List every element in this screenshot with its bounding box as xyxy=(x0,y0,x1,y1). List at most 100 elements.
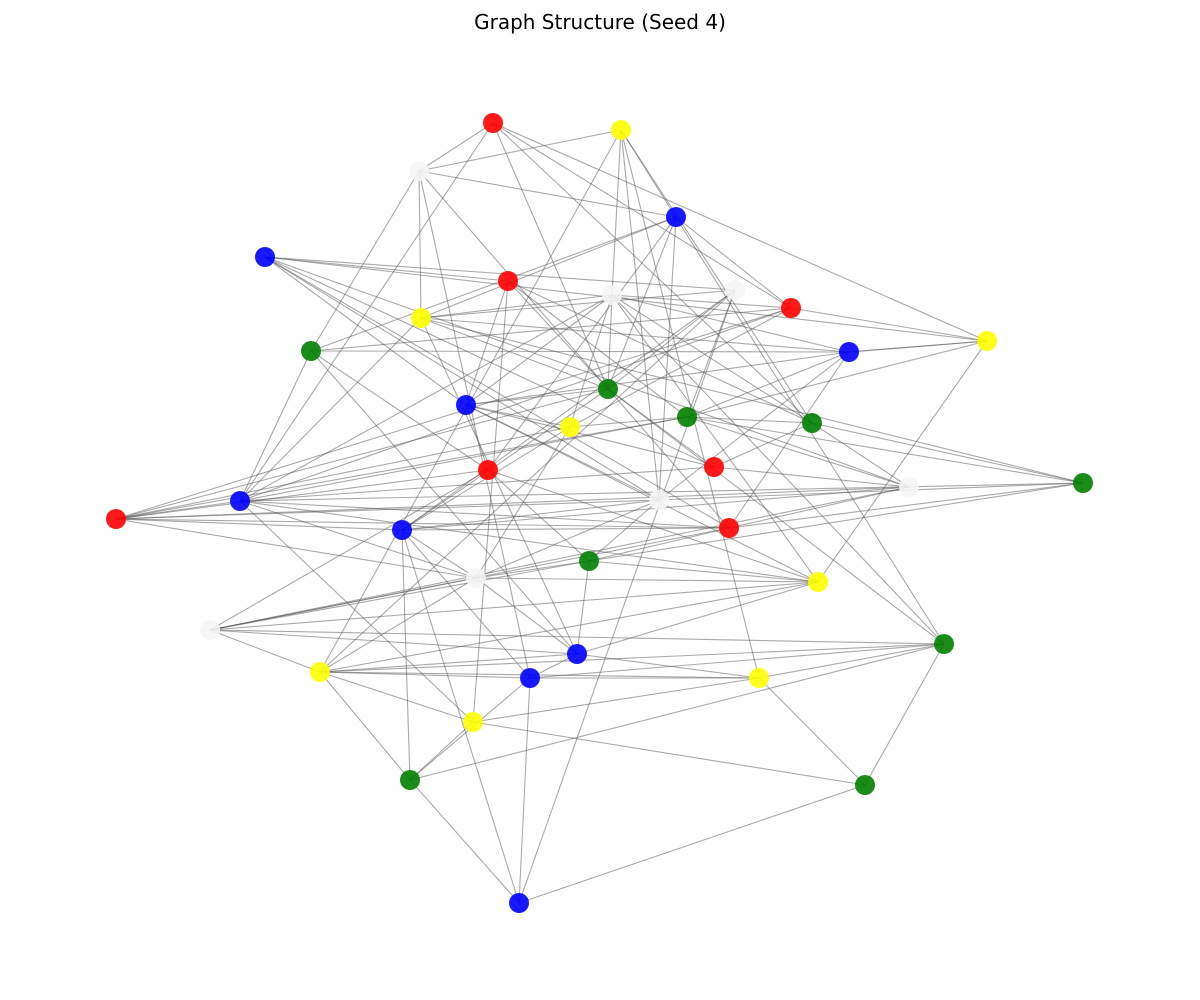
graph-edge xyxy=(264,256,730,529)
graph-edge xyxy=(620,129,813,424)
graph-edge xyxy=(576,653,760,679)
graph-edge xyxy=(492,122,813,424)
graph-edge xyxy=(264,256,715,468)
graph-node-red xyxy=(106,509,126,529)
graph-node-green xyxy=(934,634,954,654)
graph-edge xyxy=(319,643,945,673)
graph-edge xyxy=(239,500,730,529)
graph-edge xyxy=(611,294,792,309)
graph-edge xyxy=(409,643,945,781)
graph-edge xyxy=(675,216,792,309)
graph-edge xyxy=(569,294,613,428)
graph-edge xyxy=(209,486,910,631)
graph-edge xyxy=(239,122,494,502)
graph-edge xyxy=(713,466,910,488)
graph-edge xyxy=(401,529,411,781)
graph-node-blue xyxy=(666,207,686,227)
graph-edge xyxy=(401,289,736,531)
graph-edge xyxy=(319,289,736,673)
graph-node-blue xyxy=(255,247,275,267)
graph-edge xyxy=(115,469,489,520)
graph-edge xyxy=(420,317,850,353)
graph-edge xyxy=(115,499,660,520)
graph-edge xyxy=(420,317,609,390)
graph-edge xyxy=(310,350,489,471)
graph-edge xyxy=(418,170,422,319)
graph-node-red xyxy=(781,298,801,318)
graph-edge xyxy=(518,289,736,904)
graph-edge xyxy=(239,317,422,502)
graph-edge xyxy=(209,629,321,673)
graph-node-white xyxy=(602,285,622,305)
graph-node-yellow xyxy=(611,120,631,140)
graph-edge xyxy=(811,422,1084,484)
graph-edge xyxy=(811,422,910,488)
graph-edge xyxy=(264,256,509,282)
graph-edge xyxy=(848,340,988,353)
graph-node-green xyxy=(1073,473,1093,493)
graph-edge xyxy=(487,469,819,583)
graph-edge xyxy=(529,643,945,679)
graph-edge xyxy=(611,294,813,424)
graph-node-white xyxy=(725,280,745,300)
graph-edge xyxy=(115,500,241,520)
graph-edge xyxy=(401,529,520,904)
graph-edge xyxy=(310,350,850,353)
graph-edge xyxy=(465,280,509,406)
graph-edge xyxy=(420,289,736,319)
graph-edge xyxy=(686,416,910,488)
graph-node-green xyxy=(301,341,321,361)
graph-node-white xyxy=(409,161,429,181)
graph-edge xyxy=(319,581,819,673)
graph-edge xyxy=(264,256,736,291)
graph-edge xyxy=(728,486,910,529)
graph-edge xyxy=(209,629,945,645)
graph-node-blue xyxy=(230,491,250,511)
graph-node-yellow xyxy=(560,417,580,437)
graph-edge xyxy=(686,351,850,418)
graph-edge xyxy=(658,482,1084,501)
graph-edge xyxy=(239,350,312,502)
graph-edge xyxy=(264,256,988,342)
graph-edge xyxy=(209,581,819,631)
graph-edge xyxy=(518,784,866,904)
graph-edge xyxy=(409,721,474,781)
graph-node-green xyxy=(802,413,822,433)
graph-edge xyxy=(611,294,819,583)
graph-edge xyxy=(790,307,988,342)
graph-edge xyxy=(401,499,660,531)
graph-node-green xyxy=(598,379,618,399)
graph-node-blue xyxy=(509,893,529,913)
graph-edge xyxy=(758,643,945,679)
graph-edge xyxy=(475,499,660,579)
graph-edge xyxy=(569,307,792,428)
graph-edge xyxy=(420,216,677,319)
graph-edge xyxy=(607,388,945,645)
graph-edge xyxy=(418,129,622,172)
graph-edge xyxy=(518,677,531,904)
graph-edge xyxy=(209,629,578,655)
graph-edge xyxy=(475,577,819,583)
graph-edge xyxy=(576,581,819,655)
graph-edge xyxy=(115,486,910,520)
graph-node-red xyxy=(704,457,724,477)
graph-edge xyxy=(487,469,590,562)
graph-edge xyxy=(418,122,494,172)
graph-edge xyxy=(817,340,988,583)
graph-edge xyxy=(569,416,688,428)
graph-edge xyxy=(658,351,850,501)
graph-edge xyxy=(465,404,715,468)
graph-edge xyxy=(401,527,730,531)
graph-edge xyxy=(487,216,677,471)
graph-node-red xyxy=(498,271,518,291)
edge-layer xyxy=(115,122,1084,904)
graph-node-green xyxy=(400,770,420,790)
graph-edge xyxy=(588,499,660,562)
graph-edge xyxy=(115,518,403,531)
graph-edge xyxy=(420,317,578,655)
graph-edge xyxy=(607,216,677,390)
graph-edge xyxy=(465,388,609,406)
graph-edge xyxy=(465,404,819,583)
graph-edge xyxy=(310,170,420,352)
graph-edge xyxy=(115,426,571,520)
